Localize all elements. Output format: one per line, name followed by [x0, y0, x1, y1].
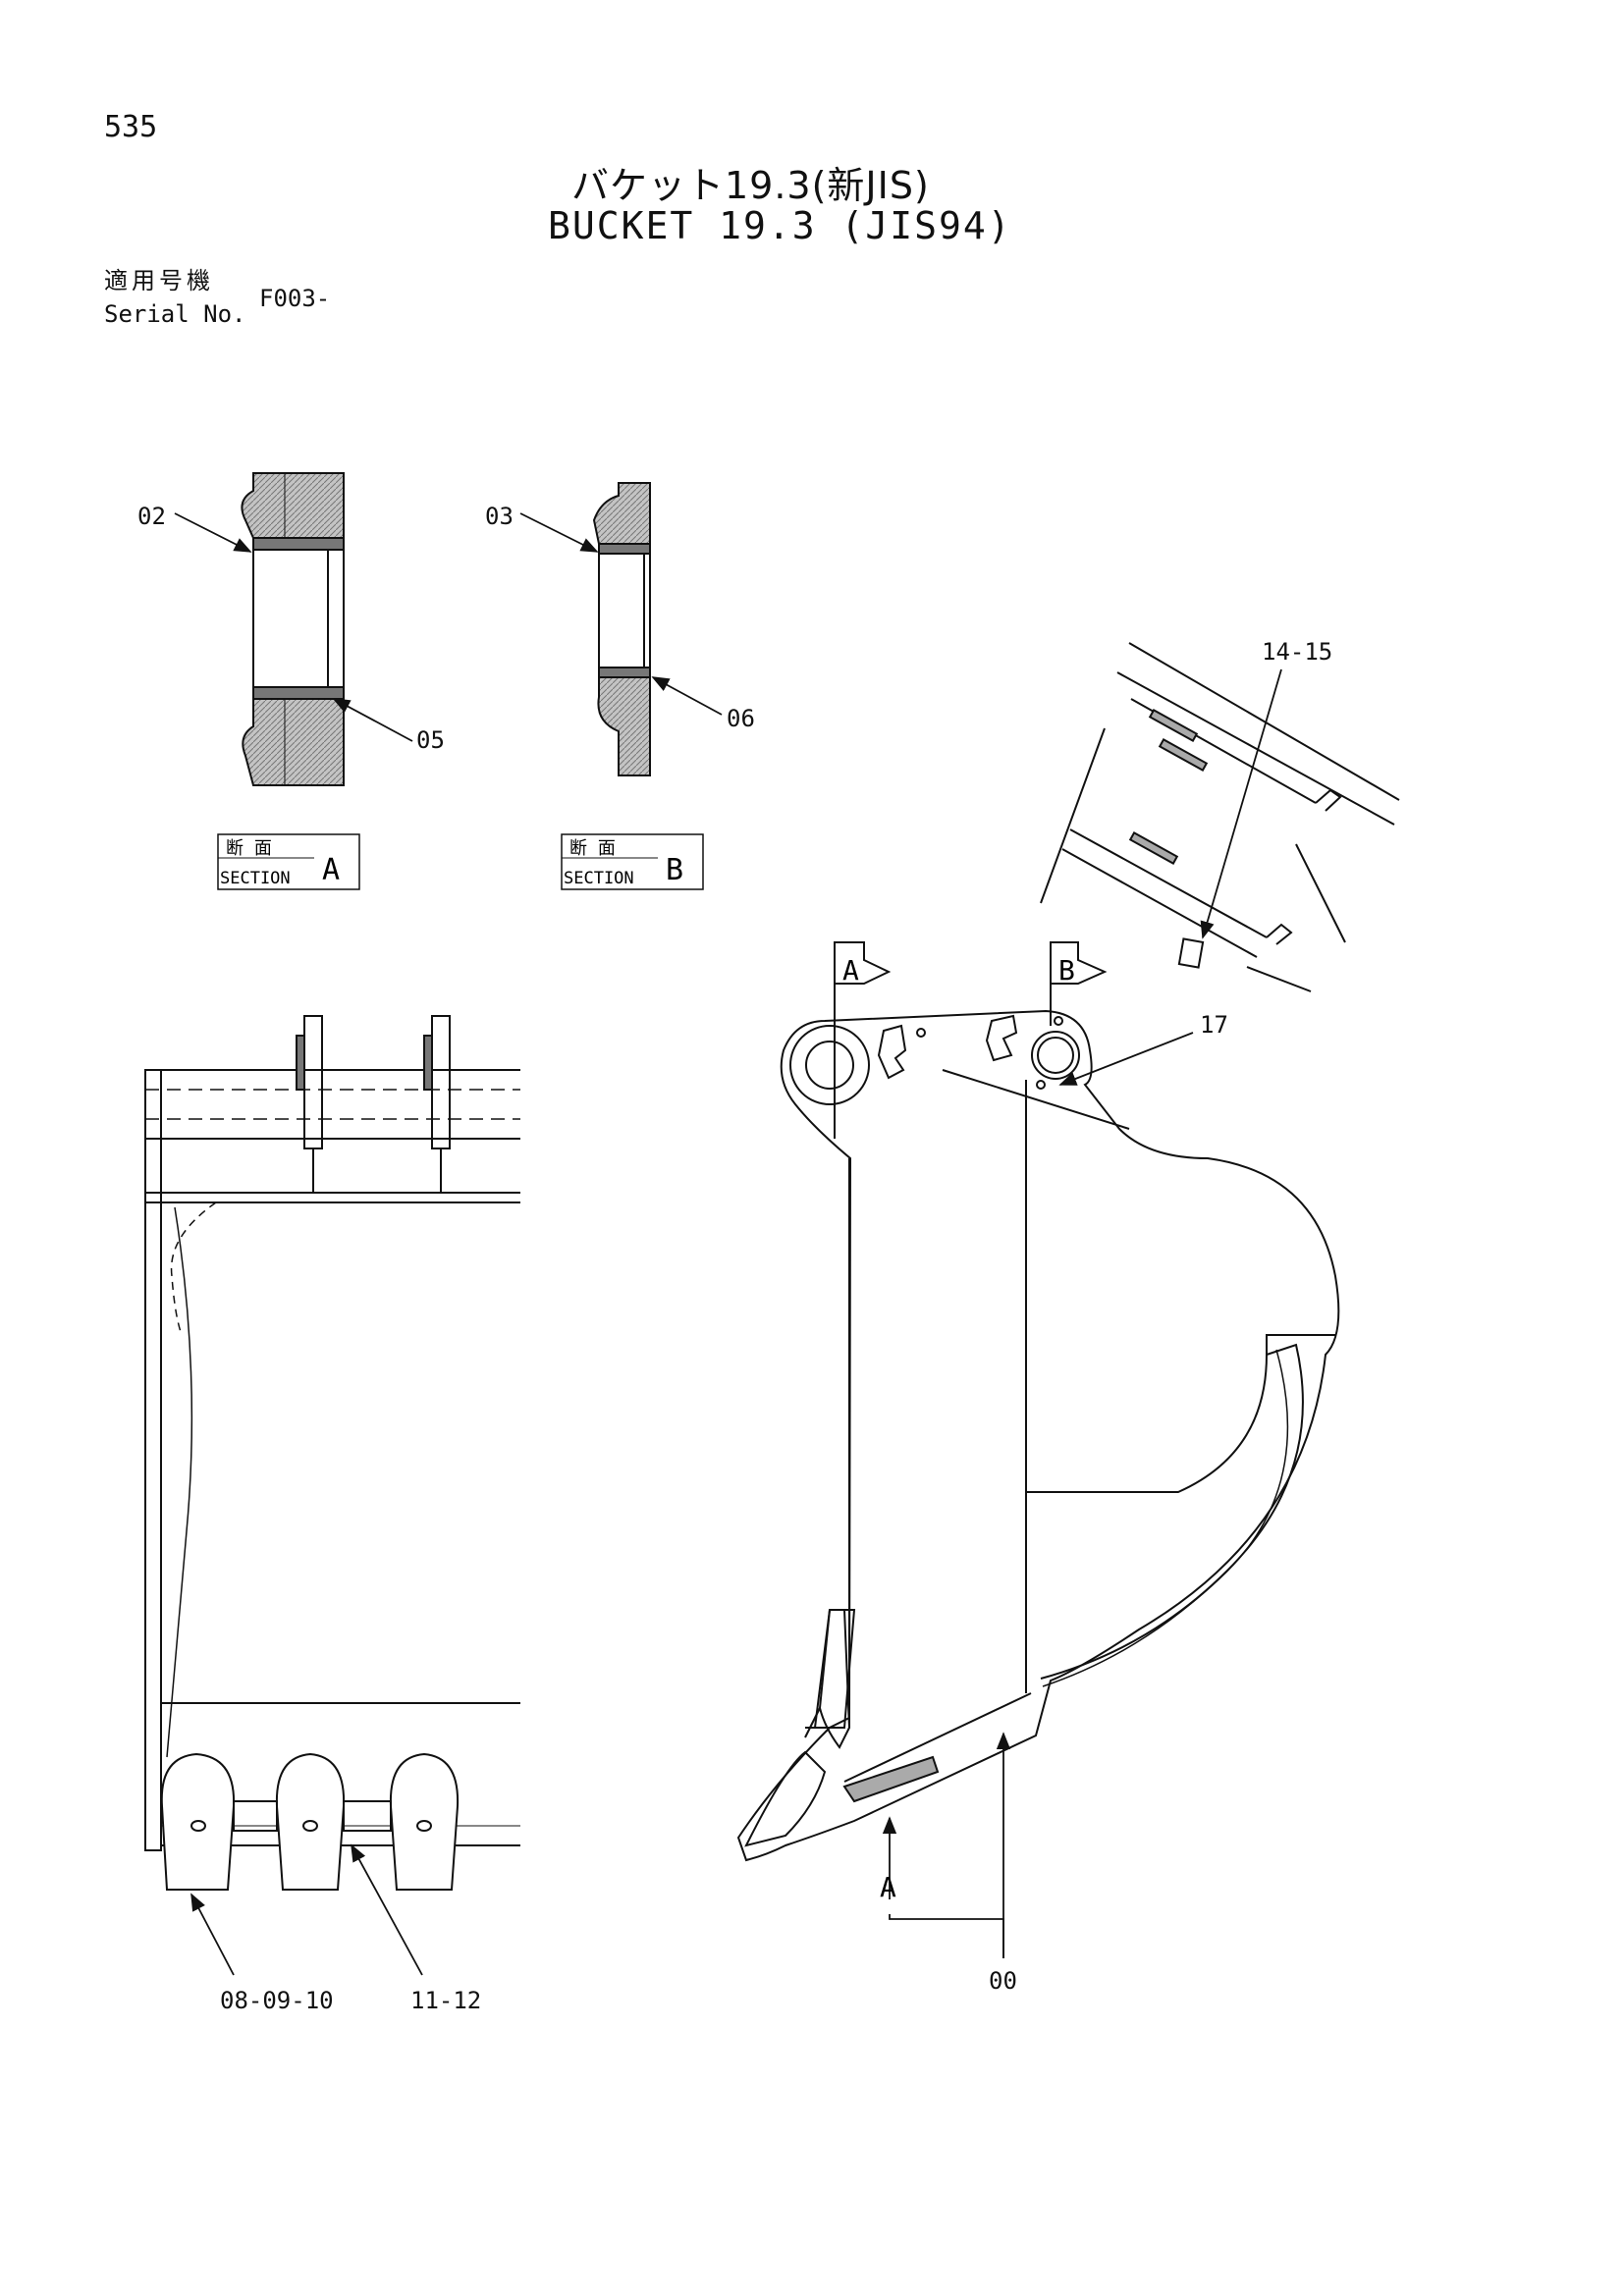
serial-number-value: F003-: [259, 285, 331, 312]
section-b-label-japanese: 断 面: [569, 838, 616, 859]
leader-lines: [174, 512, 1282, 1976]
serial-label-english: Serial No.: [104, 300, 246, 328]
section-b-label: 断 面 SECTION B: [561, 833, 704, 890]
bucket-front-view: [144, 1015, 520, 1891]
page-number: 535: [104, 110, 158, 144]
callout-17: 17: [1200, 1011, 1228, 1039]
callout-00: 00: [989, 1967, 1017, 1995]
section-b-label-english: SECTION: [564, 869, 634, 888]
callout-06: 06: [727, 705, 755, 732]
section-a-label: 断 面 SECTION A: [217, 833, 360, 890]
callout-08-09-10: 08-09-10: [220, 1987, 334, 2014]
callout-05: 05: [416, 726, 445, 754]
section-a-label-japanese: 断 面: [226, 838, 272, 859]
view-mark-lower-a: A: [880, 1871, 896, 1903]
callout-labels: 02 03 05 06 14-15 17 08-09-10 11-12 00: [137, 503, 1332, 2014]
arm-link-view: [1040, 642, 1400, 992]
view-mark-b: B: [1058, 954, 1075, 987]
bucket-side-view: [736, 1009, 1340, 1862]
section-a-detail: [241, 472, 345, 786]
callout-02: 02: [137, 503, 166, 530]
view-mark-a: A: [842, 954, 859, 987]
title-japanese: バケット19.3(新JIS): [571, 164, 930, 207]
callout-03: 03: [485, 503, 514, 530]
callout-14-15: 14-15: [1262, 638, 1332, 666]
section-a-label-english: SECTION: [220, 869, 291, 888]
section-b-detail: [592, 482, 651, 776]
section-marker-a: [834, 941, 892, 1139]
section-marker-b: [1050, 941, 1108, 1026]
section-b-letter: B: [666, 853, 683, 887]
section-a-letter: A: [322, 853, 340, 887]
serial-label-japanese: 適用号機: [104, 267, 214, 294]
title-english: BUCKET 19.3 (JIS94): [548, 204, 1012, 247]
callout-11-12: 11-12: [410, 1987, 481, 2014]
